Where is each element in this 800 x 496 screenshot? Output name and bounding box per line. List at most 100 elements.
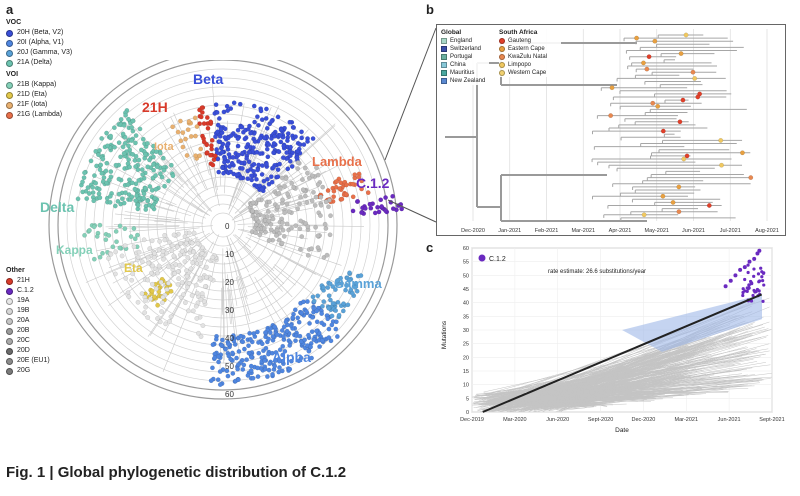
tree-tip [168,314,174,320]
tree-tip [123,112,128,118]
tree-tip [178,241,184,246]
b-tip [609,85,615,91]
tree-branch [234,192,273,219]
tree-tip [229,160,235,166]
tree-tip [302,165,308,171]
tree-tip [388,199,394,205]
tree-tip [208,152,213,158]
tree-tip [116,191,122,197]
tree-tip [235,143,241,149]
tree-tip [216,169,222,175]
c-point [733,273,738,278]
tree-tip [164,287,170,292]
tree-tip [330,301,336,306]
tree-tip [122,226,128,232]
tree-tip [311,298,317,304]
tree-tip [98,162,104,168]
tree-tip [295,206,300,212]
tree-tip [228,133,234,138]
legend-swatch [6,91,13,99]
tree-tip [244,357,249,363]
c-y-tick: 30 [463,328,469,334]
tree-tip [197,275,203,281]
tree-tip [270,337,276,343]
tree-tip [254,176,259,182]
tree-ring [75,77,371,373]
tree-tip [160,300,165,306]
legend-label: 21H [17,277,30,284]
c-x-tick: Jun-2021 [718,417,741,423]
tree-tip [240,166,245,171]
tree-tip [219,343,225,348]
tree-tip [107,177,112,183]
radial-tick-label: 30 [225,306,234,315]
voc-list: 20H (Beta, V2)20I (Alpha, V1)20J (Gamma,… [6,28,96,68]
tree-tip [302,337,307,343]
voc-title: VOC [6,19,22,26]
tree-tip [305,170,310,176]
tree-tip [143,304,148,310]
c-y-tick: 35 [463,314,469,320]
tree-tip [313,224,318,230]
tree-branch [273,250,343,287]
tree-tip [242,346,247,352]
legend-label: 19A [17,297,30,304]
tree-tip [188,134,194,139]
legend-label: 21B (Kappa) [17,81,57,88]
b-legend-swatch [499,46,505,52]
tree-tip [301,299,306,305]
panel-c-letter: c [426,240,434,255]
tree-tip [265,154,271,160]
tree-tip [250,200,256,206]
tree-tip [157,150,163,156]
b-axis-label: Jun-2021 [682,228,705,234]
tree-ring [210,212,236,238]
b-legend-label: Gauteng [508,38,532,44]
tree-tip [228,106,234,111]
tree-tip [330,284,336,289]
tree-tip [321,285,326,290]
tree-tip [150,281,155,287]
tree-tip [259,341,265,347]
legend-swatch [6,357,13,365]
tree-tip [167,239,172,245]
legend-label: 21F (Iota) [17,101,48,108]
legend-swatch [6,59,13,67]
legend-swatch [6,347,13,355]
tree-tip [135,299,141,305]
tree-tip [334,319,339,325]
tree-tip [245,168,251,174]
tree-tip [299,310,304,316]
tree-tip [197,255,202,261]
tree-tip [143,298,148,303]
tree-tip [154,286,159,292]
tree-branch [229,182,238,206]
tree-tip [96,152,101,158]
tree-tip [194,124,200,129]
tree-tip [285,166,291,172]
c-lineage [490,350,750,402]
tree-tip [292,307,298,313]
c-y-tick: 50 [463,273,469,279]
tree-tip [343,191,349,197]
tree-branch [216,117,222,186]
tree-tip [216,359,221,365]
tree-tip [350,181,356,187]
tree-tip [275,204,280,210]
tree-tip [238,333,244,339]
b-legend-label: Eastern Cape [508,46,545,52]
tree-tip [280,343,286,349]
tree-tip [296,319,302,325]
voi-item: 21D (Eta) [6,90,96,100]
tree-tip [274,332,280,337]
tree-tip [305,252,311,258]
tree-tip [121,123,127,128]
tree-branch [234,234,251,248]
tree-tip [250,375,256,381]
tree-tip [312,203,318,208]
c-point [754,289,758,294]
tree-tip [259,117,265,122]
